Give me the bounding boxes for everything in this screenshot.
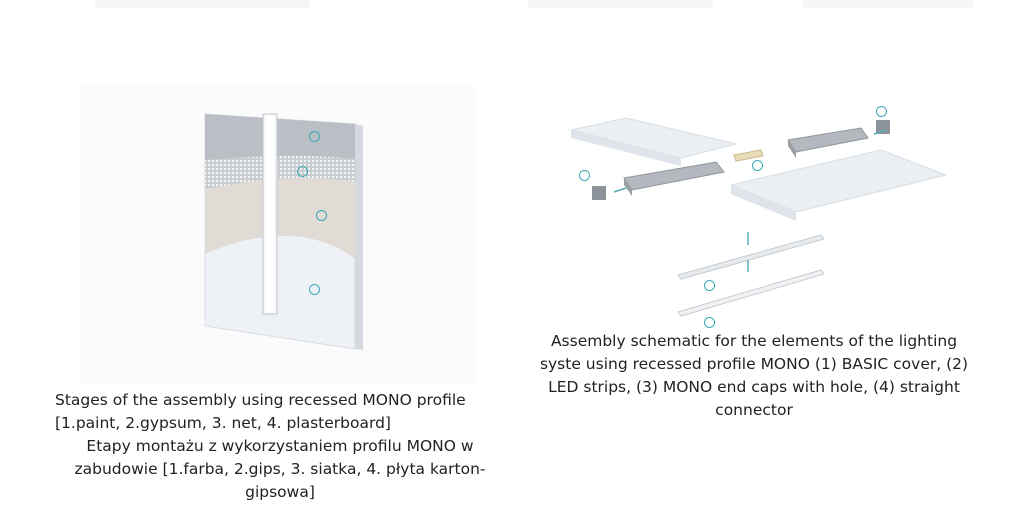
wall-assembly-figure [80,84,475,384]
marker-icon [704,317,715,328]
caption-english: Stages of the assembly using recessed MO… [55,391,466,432]
top-strip [95,0,310,8]
marker-icon [316,210,327,221]
caption-polish: Etapy montażu z wykorzystaniem profilu M… [74,437,486,501]
wall-assembly-illustration [204,113,363,350]
marker-icon [297,166,308,177]
marker-icon [704,280,715,291]
marker-icon [579,170,590,181]
marker-icon [876,106,887,117]
marker-icon [309,131,320,142]
marker-icon [752,160,763,171]
assembly-schematic-illustration [570,117,946,317]
assembly-schematic-caption: Assembly schematic for the elements of t… [539,332,969,419]
top-strip [528,0,713,8]
wall-assembly-caption: Stages of the assembly using recessed MO… [55,389,505,504]
marker-icon [309,284,320,295]
assembly-schematic-figure [556,100,946,328]
top-strip [803,0,973,8]
